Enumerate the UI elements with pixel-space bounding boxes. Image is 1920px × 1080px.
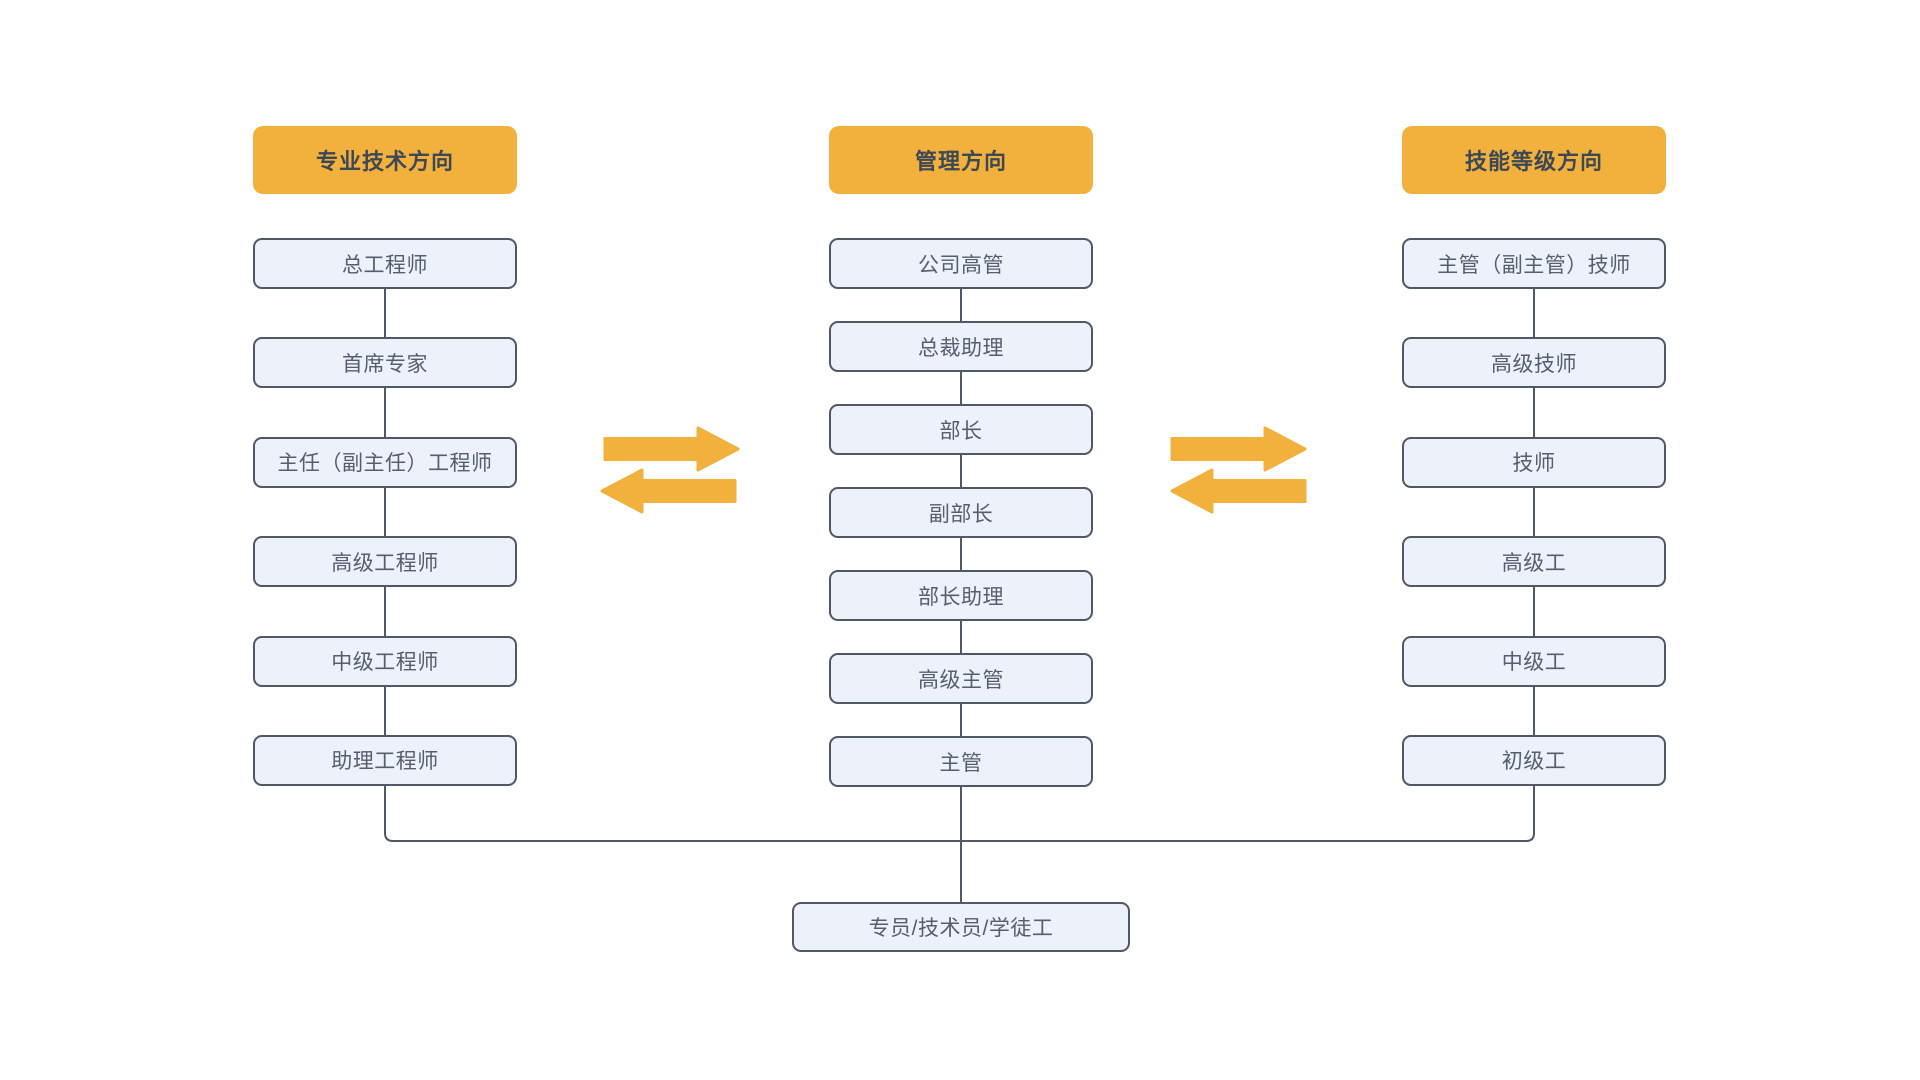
node-intermediate-engineer: 中级工程师 [253,635,517,687]
node-senior-worker: 高级工 [1402,536,1666,588]
node-department-head: 部长 [829,404,1093,455]
node-senior-supervisor: 高级主管 [829,653,1093,704]
node-specialist-apprentice: 专员/技术员/学徒工 [792,902,1130,952]
connector-left-bottom-right-route [384,260,1535,842]
column-header-skill-level: 技能等级方向 [1402,126,1666,194]
node-department-head-assistant: 部长助理 [829,570,1093,621]
node-junior-worker: 初级工 [1402,734,1666,786]
node-technician: 技师 [1402,436,1666,488]
arrow-right-icon [1170,426,1307,472]
node-director-engineer: 主任（副主任）工程师 [253,436,517,488]
node-chief-expert: 首席专家 [253,337,517,389]
node-senior-engineer: 高级工程师 [253,536,517,588]
node-senior-technician: 高级技师 [1402,337,1666,389]
node-supervisor: 主管 [829,736,1093,787]
arrow-right-icon [603,426,740,472]
transfer-arrows-right-pair [1170,426,1307,514]
transfer-arrows-left-pair [600,426,740,514]
column-header-professional-technical: 专业技术方向 [253,126,517,194]
node-assistant-engineer: 助理工程师 [253,734,517,786]
node-intermediate-worker: 中级工 [1402,635,1666,687]
node-deputy-department-head: 副部长 [829,487,1093,538]
node-chief-engineer: 总工程师 [253,238,517,289]
arrow-left-icon [1170,468,1307,514]
node-president-assistant: 总裁助理 [829,321,1093,372]
node-chief-technician: 主管（副主管）技师 [1402,238,1666,289]
column-header-management: 管理方向 [829,126,1093,194]
node-company-executive: 公司高管 [829,238,1093,289]
column-skill-level: 技能等级方向 主管（副主管）技师 高级技师 技师 高级工 中级工 初级工 [1402,126,1666,786]
arrow-left-icon [600,468,737,514]
column-professional-technical: 专业技术方向 总工程师 首席专家 主任（副主任）工程师 高级工程师 中级工程师 … [253,126,517,786]
column-management: 管理方向 公司高管 总裁助理 部长 副部长 部长助理 高级主管 主管 [829,126,1093,787]
